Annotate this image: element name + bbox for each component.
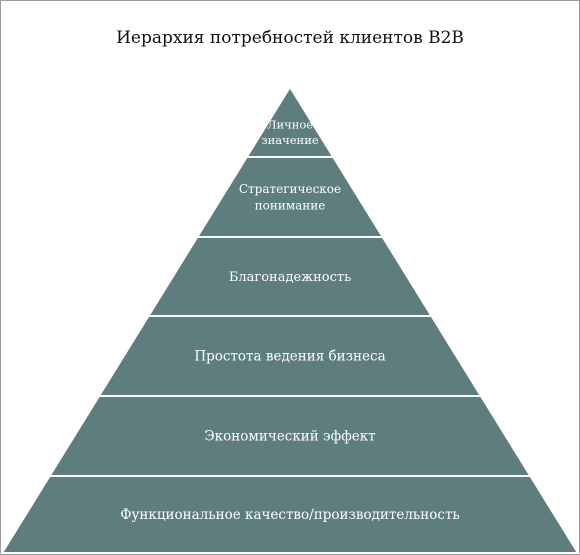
pyramid-tier-6-label: Функциональное качество/производительнос… — [120, 507, 460, 523]
pyramid-tier-4-label: Простота ведения бизнеса — [194, 349, 385, 365]
pyramid-tier-1-label: значение — [261, 133, 319, 147]
pyramid-tier-6 — [0, 475, 580, 554]
pyramid-tier-1-label: Личное — [267, 117, 313, 131]
pyramid-tier-2 — [195, 156, 385, 238]
pyramid-tier-3-label: Благонадежность — [229, 270, 351, 285]
diagram-title: Иерархия потребностей клиентов B2B — [116, 28, 464, 48]
pyramid-tier-5-label: Экономический эффект — [204, 429, 375, 445]
pyramid-tier-2-label: Стратегическое — [239, 182, 341, 196]
pyramid-tier-2-label: понимание — [255, 198, 326, 212]
